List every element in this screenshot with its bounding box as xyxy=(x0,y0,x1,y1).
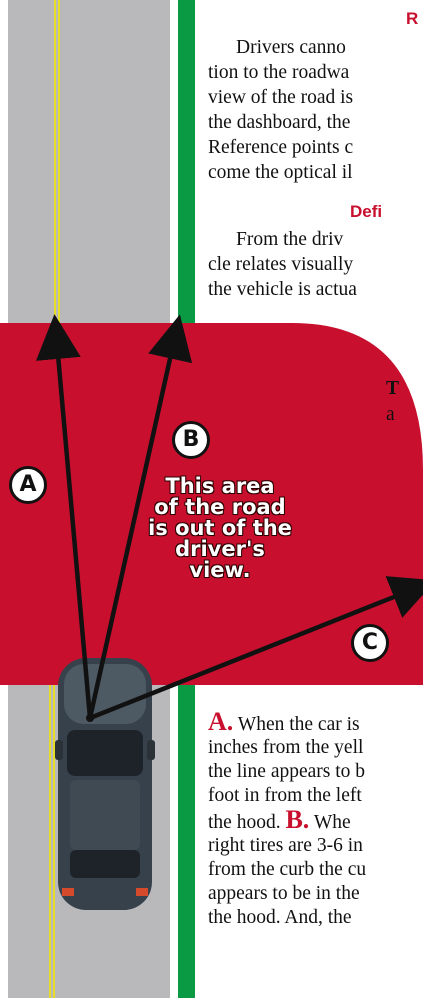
intro-line-4: the dashboard, the xyxy=(208,111,350,136)
area-text-line-2: of the road xyxy=(140,497,300,518)
bottom-line-5: the hood. B. Whe xyxy=(208,808,351,834)
bottom-line-7: from the curb the cu xyxy=(208,858,366,881)
bottom-line-9: the hood. And, the xyxy=(208,906,352,929)
bottom-line-6: right tires are 3-6 in xyxy=(208,834,363,857)
area-text-line-5: view. xyxy=(140,560,300,581)
label-a: A xyxy=(9,466,47,504)
definition-heading: Defi xyxy=(350,202,382,222)
area-text-line-4: driver's xyxy=(140,539,300,560)
intro-line-3: view of the road is xyxy=(208,86,353,111)
def-line-1: From the driv xyxy=(236,228,343,253)
bottom-line-1: A. When the car is xyxy=(208,710,360,736)
bottom-line-3: the line appears to b xyxy=(208,760,365,783)
section-heading-top: R xyxy=(406,9,418,29)
bottom-line-4: foot in from the left xyxy=(208,784,362,807)
def-line-2: cle relates visually xyxy=(208,253,353,278)
bottom-line-8: appears to be in the xyxy=(208,882,360,905)
label-c: C xyxy=(351,624,389,662)
side-fragment: a xyxy=(386,404,395,426)
intro-line-2: tion to the roadwa xyxy=(208,61,349,86)
area-text-line-1: This area xyxy=(140,476,300,497)
bottom-line-2: inches from the yell xyxy=(208,736,363,759)
letter-a: A. xyxy=(208,707,233,736)
label-b: B xyxy=(172,421,210,459)
blind-zone-caption: This area of the road is out of the driv… xyxy=(140,476,300,581)
letter-b: B. xyxy=(285,805,309,834)
def-line-3: the vehicle is actua xyxy=(208,278,357,303)
side-fragment-bold: T xyxy=(386,378,399,400)
intro-line-5: Reference points c xyxy=(208,136,353,161)
area-text-line-3: is out of the xyxy=(140,518,300,539)
intro-line-1: Drivers canno xyxy=(236,36,346,61)
intro-line-6: come the optical il xyxy=(208,161,353,186)
